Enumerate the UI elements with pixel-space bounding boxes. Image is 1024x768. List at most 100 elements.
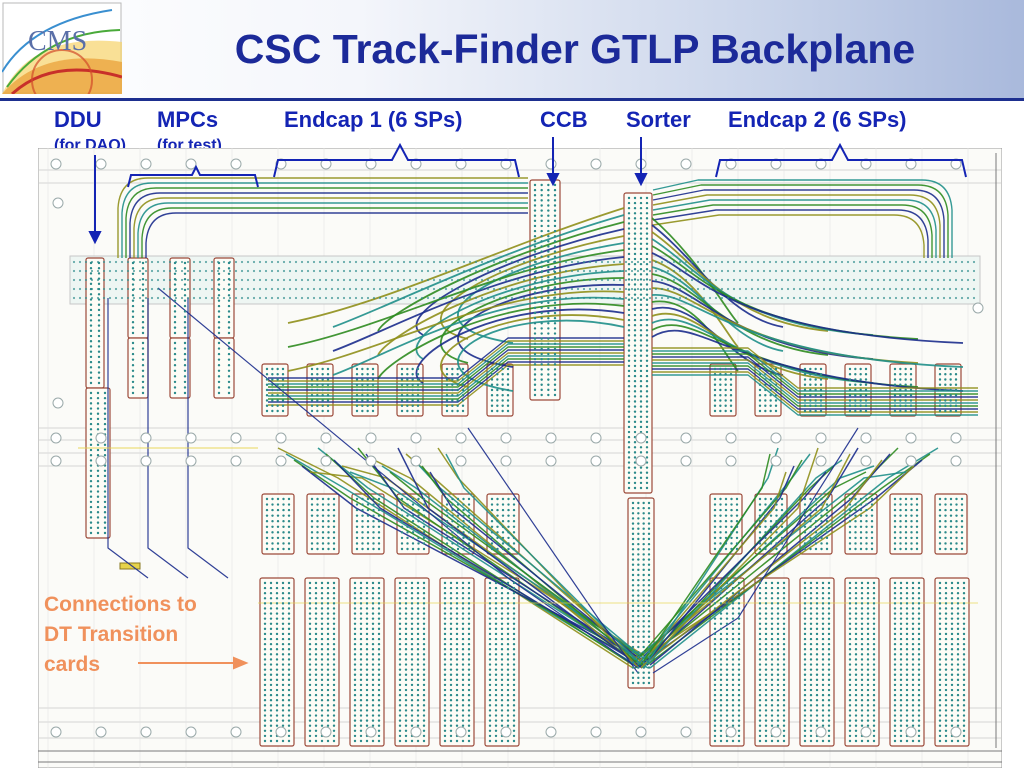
pin xyxy=(410,612,414,615)
pin xyxy=(774,399,778,402)
pin xyxy=(227,283,231,286)
pin xyxy=(310,514,314,517)
pin xyxy=(126,278,130,282)
pin xyxy=(227,272,231,275)
pin xyxy=(348,278,352,282)
pin xyxy=(942,296,946,300)
pin xyxy=(917,602,921,605)
pin xyxy=(310,547,314,551)
pin xyxy=(103,505,107,509)
pin xyxy=(758,542,762,545)
pin xyxy=(782,704,786,707)
pin xyxy=(648,278,652,282)
pin xyxy=(780,508,784,512)
pin xyxy=(713,699,717,702)
pin xyxy=(815,581,819,585)
pin xyxy=(455,617,459,620)
pin xyxy=(962,734,966,738)
pin xyxy=(355,525,359,528)
pin xyxy=(809,394,812,397)
pin xyxy=(416,673,420,676)
pin xyxy=(854,683,858,687)
pin xyxy=(490,378,494,381)
pin xyxy=(731,719,735,722)
pin xyxy=(804,287,808,291)
pin xyxy=(815,668,819,671)
pin xyxy=(103,516,107,519)
pin xyxy=(97,329,101,333)
pin xyxy=(949,399,952,402)
endcap1-upper-connector-3-pins xyxy=(400,367,420,413)
pin xyxy=(496,367,499,371)
pin xyxy=(822,269,826,273)
pin xyxy=(770,673,774,676)
pin xyxy=(803,693,807,697)
pin xyxy=(821,663,825,666)
pin xyxy=(627,369,631,373)
pin xyxy=(371,668,375,671)
pin xyxy=(816,278,820,282)
pin xyxy=(684,269,688,273)
pin xyxy=(281,719,285,722)
pin xyxy=(462,547,465,551)
pin xyxy=(612,260,616,264)
pin xyxy=(97,334,101,338)
pin xyxy=(827,627,831,631)
pin xyxy=(955,531,958,534)
pin xyxy=(467,719,471,722)
pin xyxy=(848,714,852,717)
pin xyxy=(780,278,784,282)
pin xyxy=(758,404,762,407)
pin xyxy=(400,547,404,551)
pin xyxy=(131,272,135,275)
pin xyxy=(803,627,807,631)
pin xyxy=(803,367,807,371)
pin xyxy=(860,586,864,590)
pin xyxy=(938,719,942,722)
pin xyxy=(506,591,510,595)
pin xyxy=(422,678,426,682)
pin xyxy=(949,536,953,540)
pin xyxy=(639,237,643,240)
pin xyxy=(870,503,874,506)
pin xyxy=(854,709,858,712)
pin xyxy=(678,296,682,300)
pin xyxy=(355,394,359,397)
pin xyxy=(422,520,426,523)
mid-route-trace xyxy=(268,346,624,388)
pin xyxy=(500,663,504,666)
note-line-3: cards xyxy=(44,653,101,676)
pin xyxy=(144,287,148,291)
pin xyxy=(89,412,93,415)
pin xyxy=(782,591,786,595)
pin xyxy=(173,304,177,308)
pin xyxy=(637,512,640,515)
pin xyxy=(222,296,226,300)
pin xyxy=(848,373,852,376)
pin xyxy=(326,724,330,727)
pin xyxy=(809,378,812,381)
pin xyxy=(713,399,717,402)
pin xyxy=(263,632,267,636)
pin xyxy=(217,331,221,335)
pin xyxy=(141,288,145,292)
pin xyxy=(720,260,724,264)
pin xyxy=(186,260,190,264)
pin xyxy=(758,508,762,512)
pin xyxy=(872,632,876,636)
pin xyxy=(564,269,568,273)
pin xyxy=(809,673,813,676)
pin xyxy=(627,405,631,408)
pin xyxy=(660,260,664,264)
pin xyxy=(506,602,510,605)
pin xyxy=(639,369,643,373)
pin xyxy=(854,663,858,666)
pin xyxy=(416,617,420,620)
pin xyxy=(89,293,93,296)
pin xyxy=(803,383,807,386)
pin xyxy=(327,536,330,540)
pin xyxy=(737,617,741,620)
pin xyxy=(506,658,510,661)
pin xyxy=(737,627,741,631)
pin xyxy=(89,454,93,457)
